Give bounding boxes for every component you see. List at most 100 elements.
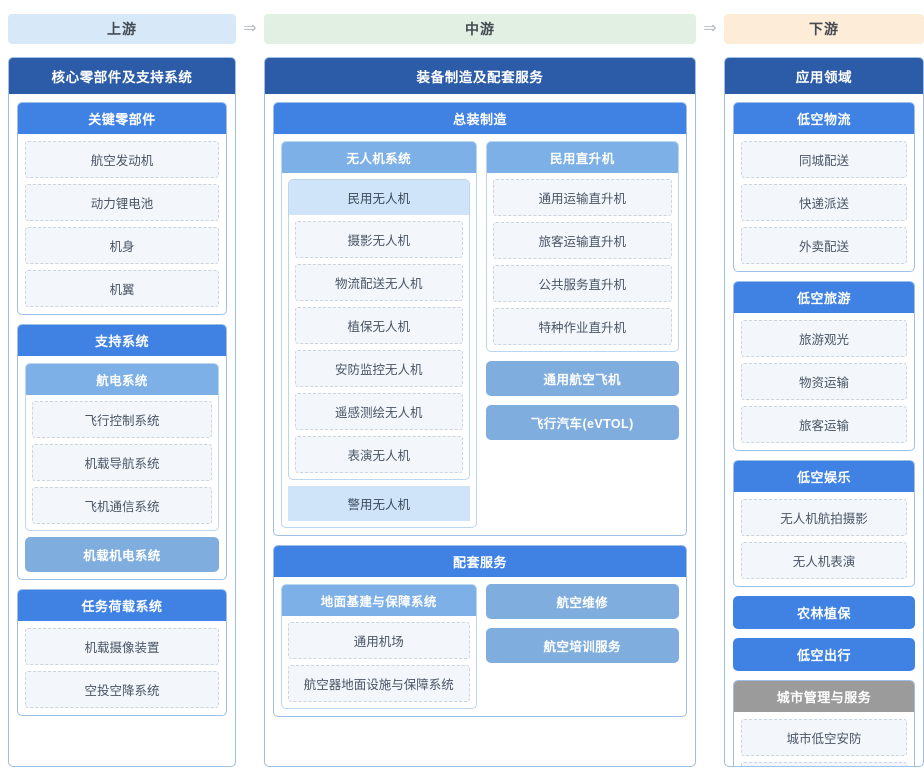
- item-evtol-flying-car[interactable]: 飞行汽车(eVTOL): [485, 405, 679, 440]
- group-urban-management-service-body: 城市低空安防 能源巡检 应急救援: [734, 712, 914, 766]
- arrow-upstream-to-midstream: ⇒: [243, 20, 257, 37]
- list-item[interactable]: 同城配送: [741, 141, 907, 178]
- list-item[interactable]: 通用运输直升机: [492, 179, 672, 216]
- group-key-parts-title: 关键零部件: [18, 103, 226, 134]
- list-item[interactable]: 物资运输: [741, 363, 907, 400]
- list-item[interactable]: 机载摄像装置: [25, 628, 219, 665]
- subgroup-ground-infrastructure: 地面基建与保障系统 通用机场 航空器地面设施与保障系统: [281, 584, 477, 709]
- list-item[interactable]: 无人机航拍摄影: [741, 499, 907, 536]
- list-item[interactable]: 特种作业直升机: [492, 308, 672, 345]
- chain-columns: 核心零部件及支持系统 关键零部件 航空发动机 动力锂电池 机身 机翼 支持系统: [8, 57, 924, 767]
- group-key-parts-body: 航空发动机 动力锂电池 机身 机翼: [18, 134, 226, 314]
- upstream-body: 关键零部件 航空发动机 动力锂电池 机身 机翼 支持系统 航电系统: [9, 94, 235, 766]
- column-midstream: 装备制造及配套服务 总装制造 无人机系统 民用无人机: [264, 57, 696, 767]
- list-item[interactable]: 动力锂电池: [25, 184, 219, 221]
- subgroup-ground-infrastructure-title: 地面基建与保障系统: [282, 585, 476, 616]
- services-right-stack: 航空维修 航空培训服务: [485, 584, 679, 663]
- column-gap-left: [236, 57, 264, 767]
- item-aviation-training-service[interactable]: 航空培训服务: [485, 628, 679, 663]
- list-item[interactable]: 公共服务直升机: [492, 265, 672, 302]
- list-item[interactable]: 旅游观光: [741, 320, 907, 357]
- group-assembly-title: 总装制造: [274, 103, 686, 134]
- group-low-altitude-entertainment-body: 无人机航拍摄影 无人机表演: [734, 492, 914, 586]
- group-key-parts: 关键零部件 航空发动机 动力锂电池 机身 机翼: [17, 102, 227, 315]
- item-aviation-maintenance[interactable]: 航空维修: [485, 584, 679, 619]
- list-item[interactable]: 安防监控无人机: [295, 350, 463, 387]
- subgroup-civil-helicopter: 民用直升机 通用运输直升机 旅客运输直升机 公共服务直升机 特种作业直升机: [485, 141, 679, 352]
- stage-header-row: 上游 ⇒ 中游 ⇒ 下游: [8, 10, 924, 48]
- list-item[interactable]: 摄影无人机: [295, 221, 463, 258]
- stage-pill-upstream: 上游: [8, 14, 236, 44]
- subgroup-avionics-title: 航电系统: [26, 364, 218, 395]
- subgroup-ground-infrastructure-body: 通用机场 航空器地面设施与保障系统: [282, 616, 476, 708]
- column-upstream: 核心零部件及支持系统 关键零部件 航空发动机 动力锂电池 机身 机翼 支持系统: [8, 57, 236, 767]
- column-downstream: 应用领域 低空物流 同城配送 快递派送 外卖配送 低空旅游 旅游观光 物资运输: [724, 57, 924, 767]
- list-item[interactable]: 植保无人机: [295, 307, 463, 344]
- list-item[interactable]: 能源巡检: [741, 762, 907, 766]
- group-support-system-title: 支持系统: [18, 325, 226, 356]
- group-support-services: 配套服务 地面基建与保障系统 通用机场 航空器地面设施与保障系统: [273, 545, 687, 717]
- list-item[interactable]: 城市低空安防: [741, 719, 907, 756]
- list-item[interactable]: 航空发动机: [25, 141, 219, 178]
- group-low-altitude-tourism: 低空旅游 旅游观光 物资运输 旅客运输: [733, 281, 915, 451]
- group-low-altitude-tourism-title: 低空旅游: [734, 282, 914, 313]
- group-urban-management-service: 城市管理与服务 城市低空安防 能源巡检 应急救援: [733, 680, 915, 766]
- group-low-altitude-entertainment: 低空娱乐 无人机航拍摄影 无人机表演: [733, 460, 915, 587]
- downstream-body: 低空物流 同城配送 快递派送 外卖配送 低空旅游 旅游观光 物资运输 旅客运输: [725, 94, 923, 766]
- subgroup-uav-system: 无人机系统 民用无人机 摄影无人机 物流配送无人机 植保无人机 安防监: [281, 141, 477, 528]
- list-item[interactable]: 飞机通信系统: [32, 487, 212, 524]
- column-gap-right: [696, 57, 724, 767]
- list-item[interactable]: 机载导航系统: [32, 444, 212, 481]
- list-item[interactable]: 遥感测绘无人机: [295, 393, 463, 430]
- list-item[interactable]: 旅客运输直升机: [492, 222, 672, 259]
- stage-label-upstream: 上游: [107, 21, 137, 37]
- list-item[interactable]: 空投空降系统: [25, 671, 219, 708]
- group-low-altitude-logistics: 低空物流 同城配送 快递派送 外卖配送: [733, 102, 915, 272]
- assembly-right-stack: 民用直升机 通用运输直升机 旅客运输直升机 公共服务直升机 特种作业直升机 通用…: [485, 141, 679, 440]
- list-item[interactable]: 外卖配送: [741, 227, 907, 264]
- group-assembly-body: 无人机系统 民用无人机 摄影无人机 物流配送无人机 植保无人机 安防监: [274, 134, 686, 535]
- list-item[interactable]: 机翼: [25, 270, 219, 307]
- stage-pill-midstream: 中游: [264, 14, 696, 44]
- item-general-aviation-aircraft[interactable]: 通用航空飞机: [485, 361, 679, 396]
- list-item[interactable]: 飞行控制系统: [32, 401, 212, 438]
- group-mission-payload: 任务荷载系统 机载摄像装置 空投空降系统: [17, 589, 227, 716]
- group-mission-payload-title: 任务荷载系统: [18, 590, 226, 621]
- arrow-midstream-to-downstream: ⇒: [703, 20, 717, 37]
- list-item[interactable]: 机身: [25, 227, 219, 264]
- group-support-services-body: 地面基建与保障系统 通用机场 航空器地面设施与保障系统 航空维修 航空培训服务: [274, 577, 686, 716]
- list-item[interactable]: 物流配送无人机: [295, 264, 463, 301]
- item-agriculture-forestry-protection[interactable]: 农林植保: [733, 596, 915, 629]
- group-urban-management-service-title: 城市管理与服务: [734, 681, 914, 712]
- list-item[interactable]: 航空器地面设施与保障系统: [288, 665, 470, 702]
- list-item[interactable]: 快递派送: [741, 184, 907, 221]
- group-low-altitude-entertainment-title: 低空娱乐: [734, 461, 914, 492]
- upstream-title: 核心零部件及支持系统: [9, 58, 235, 94]
- subgroup-civil-helicopter-title: 民用直升机: [486, 142, 678, 173]
- group-assembly-manufacturing: 总装制造 无人机系统 民用无人机 摄影无人机: [273, 102, 687, 536]
- list-item[interactable]: 无人机表演: [741, 542, 907, 579]
- subgroup-civil-uav-body: 摄影无人机 物流配送无人机 植保无人机 安防监控无人机 遥感测绘无人机 表演无人…: [289, 215, 469, 479]
- item-low-altitude-travel[interactable]: 低空出行: [733, 638, 915, 671]
- downstream-title: 应用领域: [725, 58, 923, 94]
- stage-label-midstream: 中游: [465, 21, 495, 37]
- group-support-system-body: 航电系统 飞行控制系统 机载导航系统 飞机通信系统 机载机电系统: [18, 356, 226, 579]
- item-airborne-mechatronics[interactable]: 机载机电系统: [25, 537, 219, 572]
- list-item[interactable]: 旅客运输: [741, 406, 907, 443]
- midstream-title: 装备制造及配套服务: [265, 58, 695, 94]
- subgroup-civil-helicopter-body: 通用运输直升机 旅客运输直升机 公共服务直升机 特种作业直升机: [487, 173, 679, 351]
- list-item[interactable]: 通用机场: [288, 622, 470, 659]
- midstream-body: 总装制造 无人机系统 民用无人机 摄影无人机: [265, 94, 695, 766]
- group-low-altitude-logistics-body: 同城配送 快递派送 外卖配送: [734, 134, 914, 271]
- item-police-uav[interactable]: 警用无人机: [288, 486, 470, 521]
- subgroup-uav-system-body: 民用无人机 摄影无人机 物流配送无人机 植保无人机 安防监控无人机 遥感测绘无人…: [282, 173, 476, 527]
- stage-pill-downstream: 下游: [724, 14, 924, 44]
- group-support-system: 支持系统 航电系统 飞行控制系统 机载导航系统 飞机通信系统 机载机电系统: [17, 324, 227, 580]
- stage-label-downstream: 下游: [809, 21, 839, 37]
- group-low-altitude-tourism-body: 旅游观光 物资运输 旅客运输: [734, 313, 914, 450]
- subgroup-civil-uav: 民用无人机 摄影无人机 物流配送无人机 植保无人机 安防监控无人机 遥感测绘无人…: [288, 179, 470, 480]
- subgroup-uav-system-title: 无人机系统: [282, 142, 476, 173]
- subgroup-avionics: 航电系统 飞行控制系统 机载导航系统 飞机通信系统: [25, 363, 219, 531]
- list-item[interactable]: 表演无人机: [295, 436, 463, 473]
